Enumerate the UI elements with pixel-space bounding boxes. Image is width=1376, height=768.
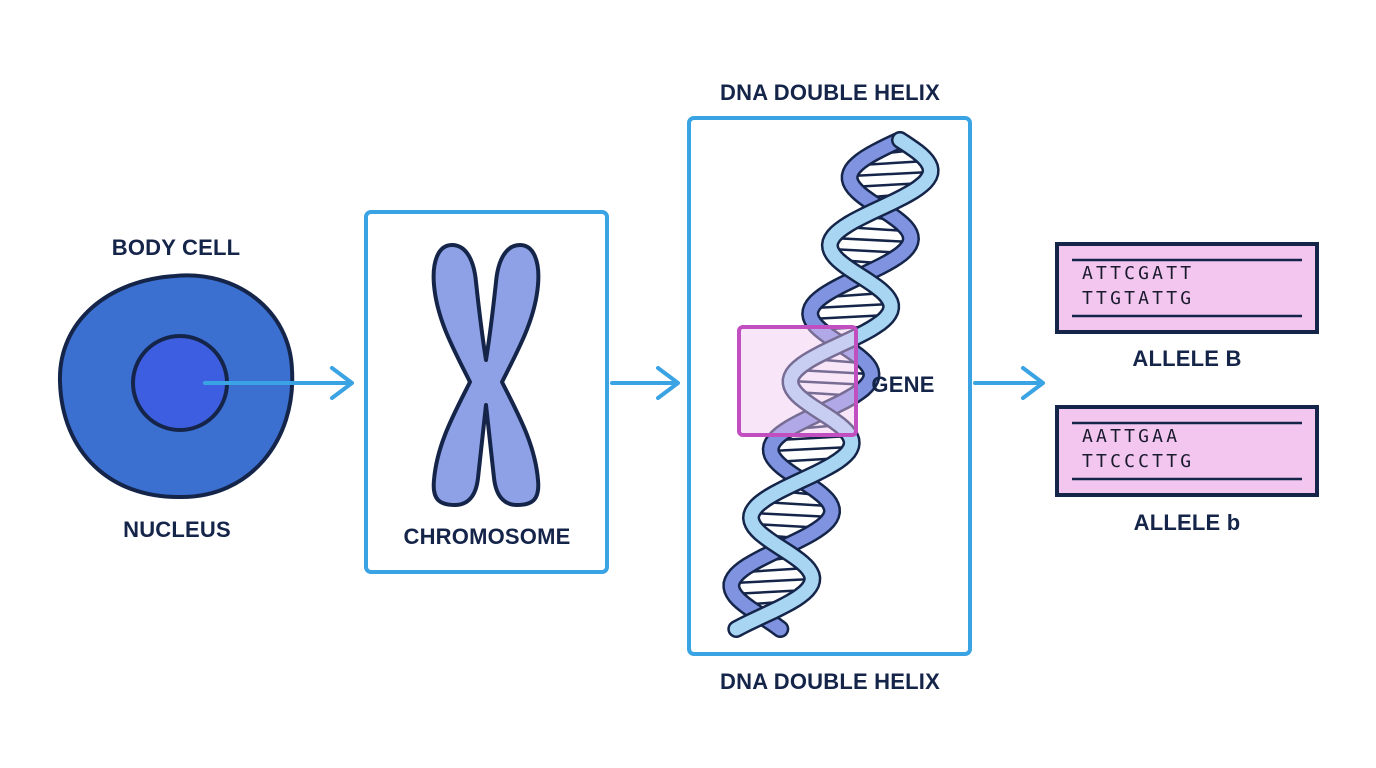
dna-title-top: DNA DOUBLE HELIX xyxy=(720,80,940,105)
base-pair-rung xyxy=(831,236,913,244)
chromosome-shape xyxy=(431,243,541,507)
dna-helix xyxy=(722,131,940,638)
base-pair-rung xyxy=(849,170,932,178)
arrow-chromosome-to-dna xyxy=(610,366,680,400)
base-pair-rung xyxy=(732,577,814,585)
allele-upper-strand-1: ATTCGATT xyxy=(1082,263,1195,284)
dna-title-bottom: DNA DOUBLE HELIX xyxy=(720,669,940,694)
chromosome-label: CHROMOSOME xyxy=(403,524,571,549)
allele-upper-label: ALLELE B xyxy=(1132,346,1242,371)
arrow-dna-to-alleles xyxy=(973,366,1045,400)
allele-box-lower xyxy=(1055,405,1319,497)
allele-box-upper xyxy=(1055,242,1319,334)
arrow-cell-to-chromosome xyxy=(203,366,354,400)
allele-upper-strand-2: TTGTATTG xyxy=(1082,288,1195,309)
nucleus-label: NUCLEUS xyxy=(123,517,231,542)
allele-lower-label: ALLELE b xyxy=(1133,510,1241,535)
allele-lower-strand-2: TTCCCTTG xyxy=(1082,451,1195,472)
gene-highlight-box xyxy=(737,325,858,437)
gene-label: GENE xyxy=(871,372,935,397)
body-cell-label: BODY CELL xyxy=(111,235,241,260)
base-pair-rung xyxy=(812,302,893,310)
base-pair-rung xyxy=(750,511,834,519)
allele-lower-strand-1: AATTGAA xyxy=(1082,426,1181,447)
base-pair-rung xyxy=(769,445,853,453)
